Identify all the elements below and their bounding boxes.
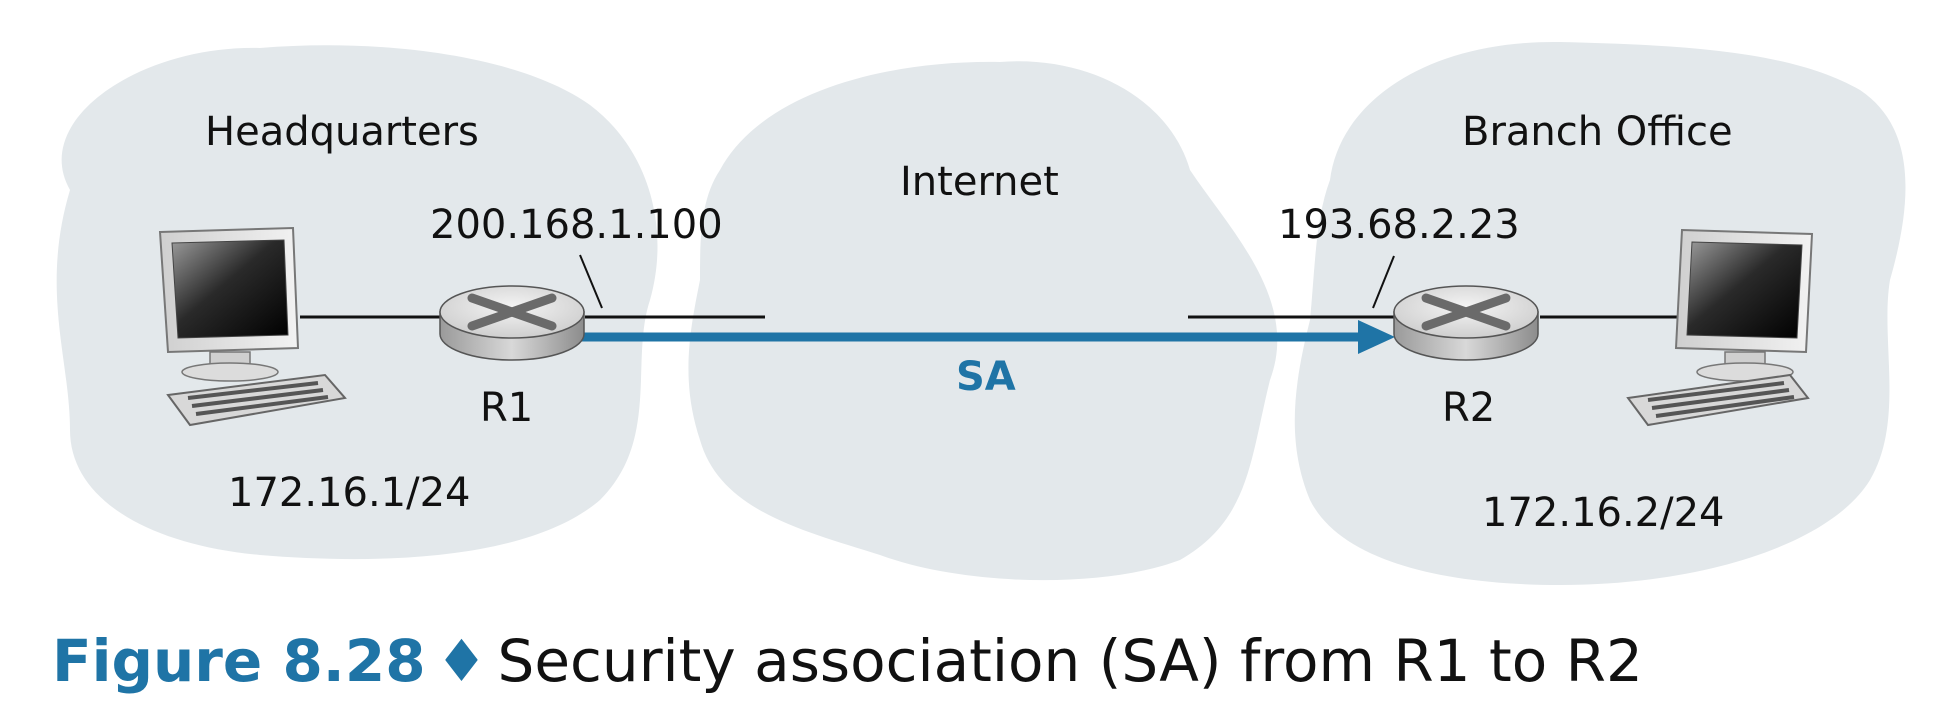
router-r2 — [1393, 285, 1539, 361]
r1-name-label: R1 — [480, 385, 533, 431]
r2-ip-leader — [1372, 255, 1395, 309]
branch-computer-icon — [1626, 228, 1814, 427]
r1-ip-leader — [579, 254, 603, 309]
r2-ip-label: 193.68.2.23 — [1278, 202, 1520, 248]
internet-cloud — [688, 61, 1278, 581]
sa-label: SA — [956, 354, 1016, 400]
sa-arrow — [560, 320, 1395, 354]
headquarters-label: Headquarters — [205, 109, 479, 155]
branch-office-label: Branch Office — [1462, 109, 1733, 155]
hq-computer-icon — [158, 226, 347, 427]
caption-text: Security association (SA) from R1 to R2 — [497, 627, 1643, 695]
branch-office-cloud — [1294, 41, 1906, 586]
internet-label: Internet — [900, 159, 1059, 205]
router-r1 — [439, 285, 585, 361]
r2-name-label: R2 — [1442, 385, 1495, 431]
figure-number: Figure 8.28 — [52, 627, 426, 695]
figure-caption: Figure 8.28♦Security association (SA) fr… — [52, 632, 1643, 690]
caption-separator-icon: ♦ — [435, 627, 488, 695]
hq-subnet-label: 172.16.1/24 — [228, 470, 471, 516]
headquarters-cloud — [56, 45, 658, 560]
r1-ip-label: 200.168.1.100 — [430, 202, 723, 248]
branch-subnet-label: 172.16.2/24 — [1482, 490, 1725, 536]
